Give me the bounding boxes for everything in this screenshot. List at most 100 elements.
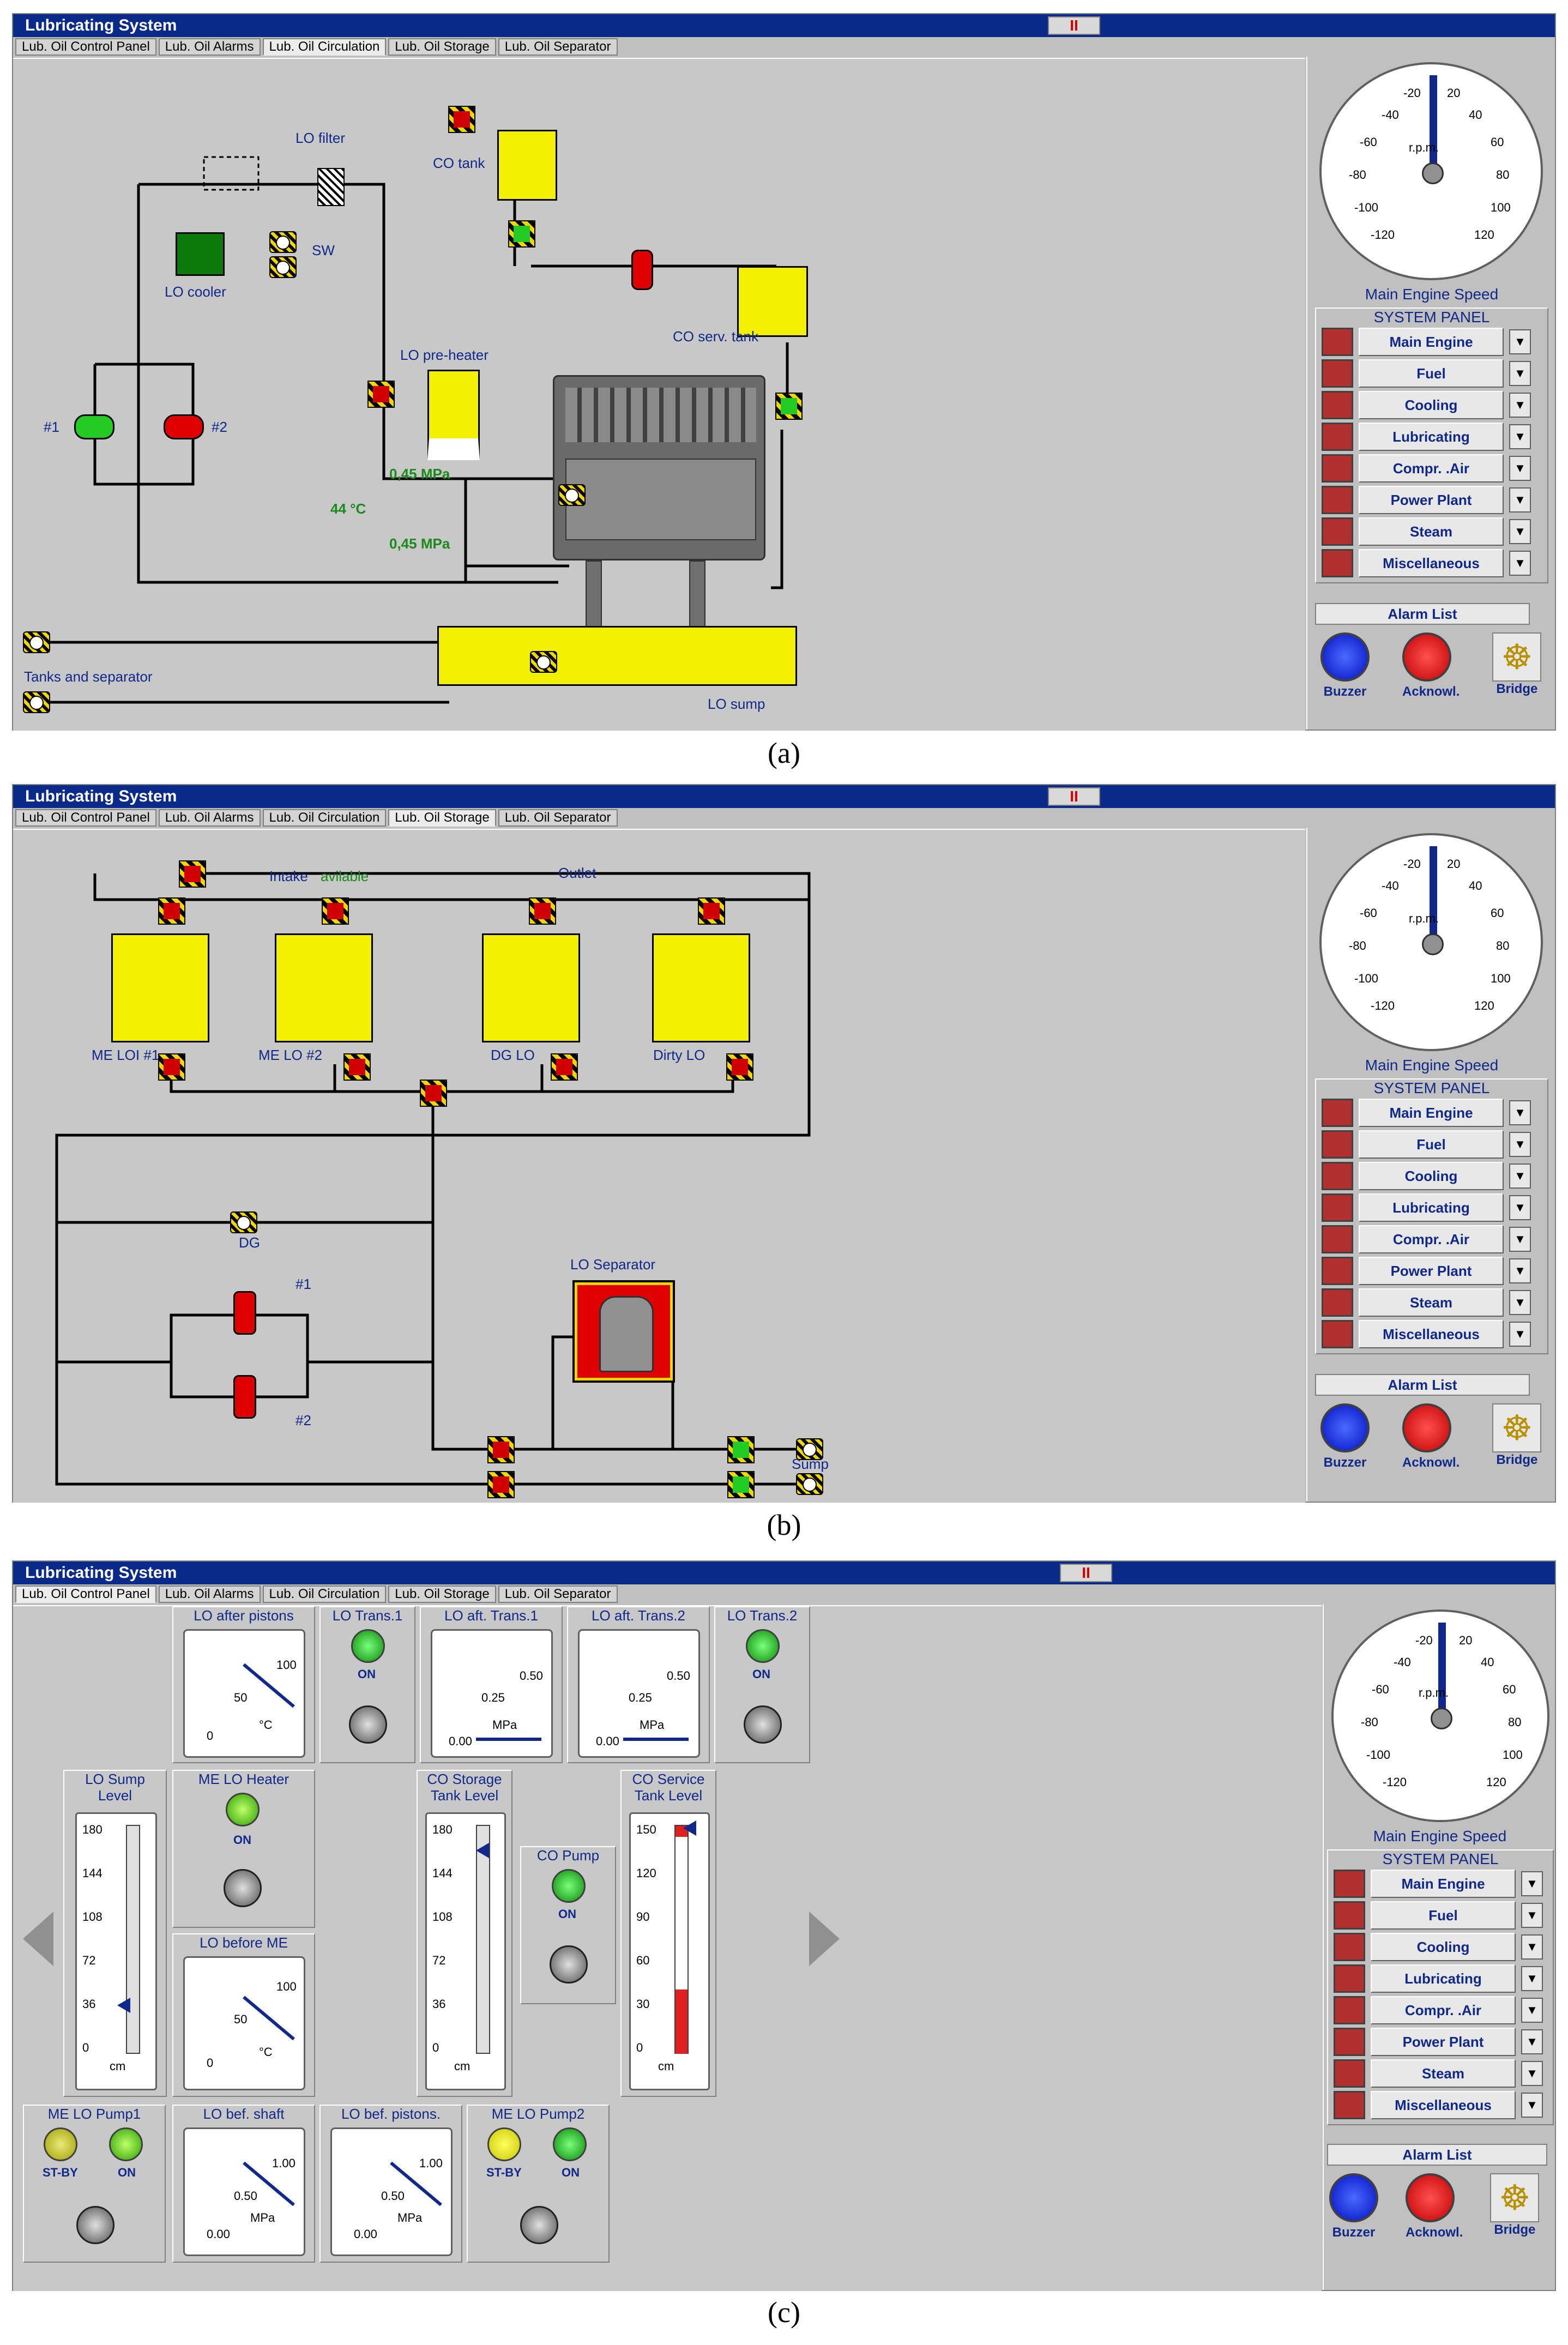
co-tank-inlet-valve[interactable] [448, 106, 475, 133]
cooling-dropdown[interactable]: ▼ [1509, 393, 1531, 418]
tab-separator[interactable]: Lub. Oil Separator [498, 1586, 618, 1603]
sump-connection-2[interactable] [796, 1473, 823, 1495]
me-lo1-inlet-valve[interactable] [158, 897, 185, 925]
tab-storage[interactable]: Lub. Oil Storage [388, 1586, 496, 1603]
tab-alarms[interactable]: Lub. Oil Alarms [158, 38, 261, 56]
tab-alarms[interactable]: Lub. Oil Alarms [158, 809, 261, 827]
dirty-lo-inlet-valve[interactable] [698, 897, 725, 925]
tab-alarms[interactable]: Lub. Oil Alarms [158, 1586, 261, 1603]
tab-circulation[interactable]: Lub. Oil Circulation [262, 1586, 387, 1603]
main-engine-button[interactable]: Main Engine [1359, 1099, 1504, 1127]
co-pump-unit[interactable] [631, 250, 653, 290]
pause-button[interactable]: II [1048, 787, 1100, 806]
power-plant-dropdown[interactable]: ▼ [1521, 2029, 1543, 2054]
sump-valve-1[interactable] [727, 1436, 755, 1463]
dg-pump[interactable] [230, 1211, 257, 1233]
sump-connection-1[interactable] [796, 1438, 823, 1460]
compr-air-button[interactable]: Compr. .Air [1359, 1225, 1504, 1253]
me-lo-heater-switch[interactable] [224, 1869, 262, 1907]
co-serv-outlet-valve[interactable] [775, 393, 803, 420]
dg-lo-inlet-valve[interactable] [529, 897, 556, 925]
pause-button[interactable]: II [1048, 16, 1100, 35]
tab-circulation[interactable]: Lub. Oil Circulation [262, 38, 387, 56]
alarm-list-button[interactable]: Alarm List [1315, 603, 1530, 625]
lo-trans2-switch[interactable] [744, 1705, 782, 1744]
lo-cooler[interactable] [176, 232, 225, 276]
power-plant-button[interactable]: Power Plant [1371, 2028, 1516, 2056]
misc-button[interactable]: Miscellaneous [1359, 1320, 1504, 1348]
cooling-button[interactable]: Cooling [1359, 391, 1504, 419]
tab-separator[interactable]: Lub. Oil Separator [498, 38, 618, 56]
compr-air-dropdown[interactable]: ▼ [1509, 1227, 1531, 1252]
fuel-button[interactable]: Fuel [1359, 1130, 1504, 1159]
lubricating-dropdown[interactable]: ▼ [1509, 1195, 1531, 1220]
cooling-button[interactable]: Cooling [1371, 1933, 1516, 1961]
fuel-dropdown[interactable]: ▼ [1509, 361, 1531, 386]
main-engine-button[interactable]: Main Engine [1359, 328, 1504, 356]
tab-separator[interactable]: Lub. Oil Separator [498, 809, 618, 827]
me-lo-pump2-switch[interactable] [520, 2206, 558, 2244]
sw-pump-1[interactable] [269, 231, 297, 253]
lo-preheater[interactable] [427, 370, 480, 460]
fuel-button[interactable]: Fuel [1359, 359, 1504, 388]
compr-air-button[interactable]: Compr. .Air [1359, 454, 1504, 483]
tab-control-panel[interactable]: Lub. Oil Control Panel [15, 1586, 156, 1603]
buzzer-button[interactable] [1320, 1403, 1370, 1452]
tab-circulation[interactable]: Lub. Oil Circulation [262, 809, 387, 827]
alarm-list-button[interactable]: Alarm List [1327, 2144, 1547, 2166]
sump-return-valve[interactable] [487, 1436, 515, 1463]
steam-dropdown[interactable]: ▼ [1509, 519, 1531, 544]
cooling-dropdown[interactable]: ▼ [1521, 1934, 1543, 1960]
acknowledge-button[interactable] [1406, 2173, 1455, 2222]
lubricating-dropdown[interactable]: ▼ [1509, 424, 1531, 449]
lubricating-button[interactable]: Lubricating [1371, 1964, 1516, 1993]
main-engine-dropdown[interactable]: ▼ [1521, 1871, 1543, 1896]
acknowledge-button[interactable] [1402, 1403, 1451, 1452]
next-page-arrow-icon[interactable] [809, 1912, 840, 1966]
misc-dropdown[interactable]: ▼ [1509, 1322, 1531, 1347]
junction-valve[interactable] [420, 1080, 447, 1107]
fuel-dropdown[interactable]: ▼ [1509, 1132, 1531, 1157]
tab-control-panel[interactable]: Lub. Oil Control Panel [15, 809, 156, 827]
tab-storage[interactable]: Lub. Oil Storage [388, 809, 496, 827]
lo-pump-1[interactable] [74, 414, 114, 439]
lo-trans1-switch[interactable] [349, 1705, 387, 1744]
power-plant-button[interactable]: Power Plant [1359, 486, 1504, 514]
compr-air-dropdown[interactable]: ▼ [1521, 1998, 1543, 2023]
main-engine-dropdown[interactable]: ▼ [1509, 1100, 1531, 1125]
dg-lo-outlet-valve[interactable] [551, 1053, 578, 1081]
bridge-wheel-icon[interactable]: ☸ [1492, 1403, 1542, 1452]
engine-inlet-pump[interactable] [558, 484, 586, 506]
compr-air-button[interactable]: Compr. .Air [1371, 1996, 1516, 2024]
fuel-button[interactable]: Fuel [1371, 1901, 1516, 1930]
separator-pump-2[interactable] [233, 1375, 256, 1419]
co-pump-switch[interactable] [550, 1945, 588, 1984]
bridge-wheel-icon[interactable]: ☸ [1490, 2173, 1540, 2222]
steam-button[interactable]: Steam [1371, 2059, 1516, 2088]
alarm-list-button[interactable]: Alarm List [1315, 1374, 1530, 1396]
me-lo-pump1-switch[interactable] [76, 2206, 114, 2244]
steam-dropdown[interactable]: ▼ [1509, 1290, 1531, 1315]
power-plant-dropdown[interactable]: ▼ [1509, 1258, 1531, 1283]
compr-air-dropdown[interactable]: ▼ [1509, 456, 1531, 481]
separator-pump-1[interactable] [233, 1291, 256, 1335]
cooling-button[interactable]: Cooling [1359, 1162, 1504, 1190]
lubricating-dropdown[interactable]: ▼ [1521, 1966, 1543, 1991]
steam-dropdown[interactable]: ▼ [1521, 2061, 1543, 2086]
co-tank-outlet-valve[interactable] [508, 220, 535, 248]
steam-button[interactable]: Steam [1359, 1288, 1504, 1317]
power-plant-dropdown[interactable]: ▼ [1509, 487, 1531, 513]
misc-dropdown[interactable]: ▼ [1521, 2093, 1543, 2118]
lo-separator[interactable] [572, 1280, 675, 1383]
acknowledge-button[interactable] [1402, 632, 1451, 682]
misc-button[interactable]: Miscellaneous [1371, 2091, 1516, 2119]
me-lo1-outlet-valve[interactable] [158, 1053, 185, 1081]
dirty-lo-outlet-valve[interactable] [726, 1053, 753, 1081]
me-lo2-outlet-valve[interactable] [343, 1053, 371, 1081]
intake-valve[interactable] [179, 860, 206, 888]
sump-pump[interactable] [530, 651, 557, 673]
tab-storage[interactable]: Lub. Oil Storage [388, 38, 496, 56]
lo-pump-2[interactable] [164, 414, 204, 439]
power-plant-button[interactable]: Power Plant [1359, 1257, 1504, 1285]
cooling-dropdown[interactable]: ▼ [1509, 1164, 1531, 1189]
